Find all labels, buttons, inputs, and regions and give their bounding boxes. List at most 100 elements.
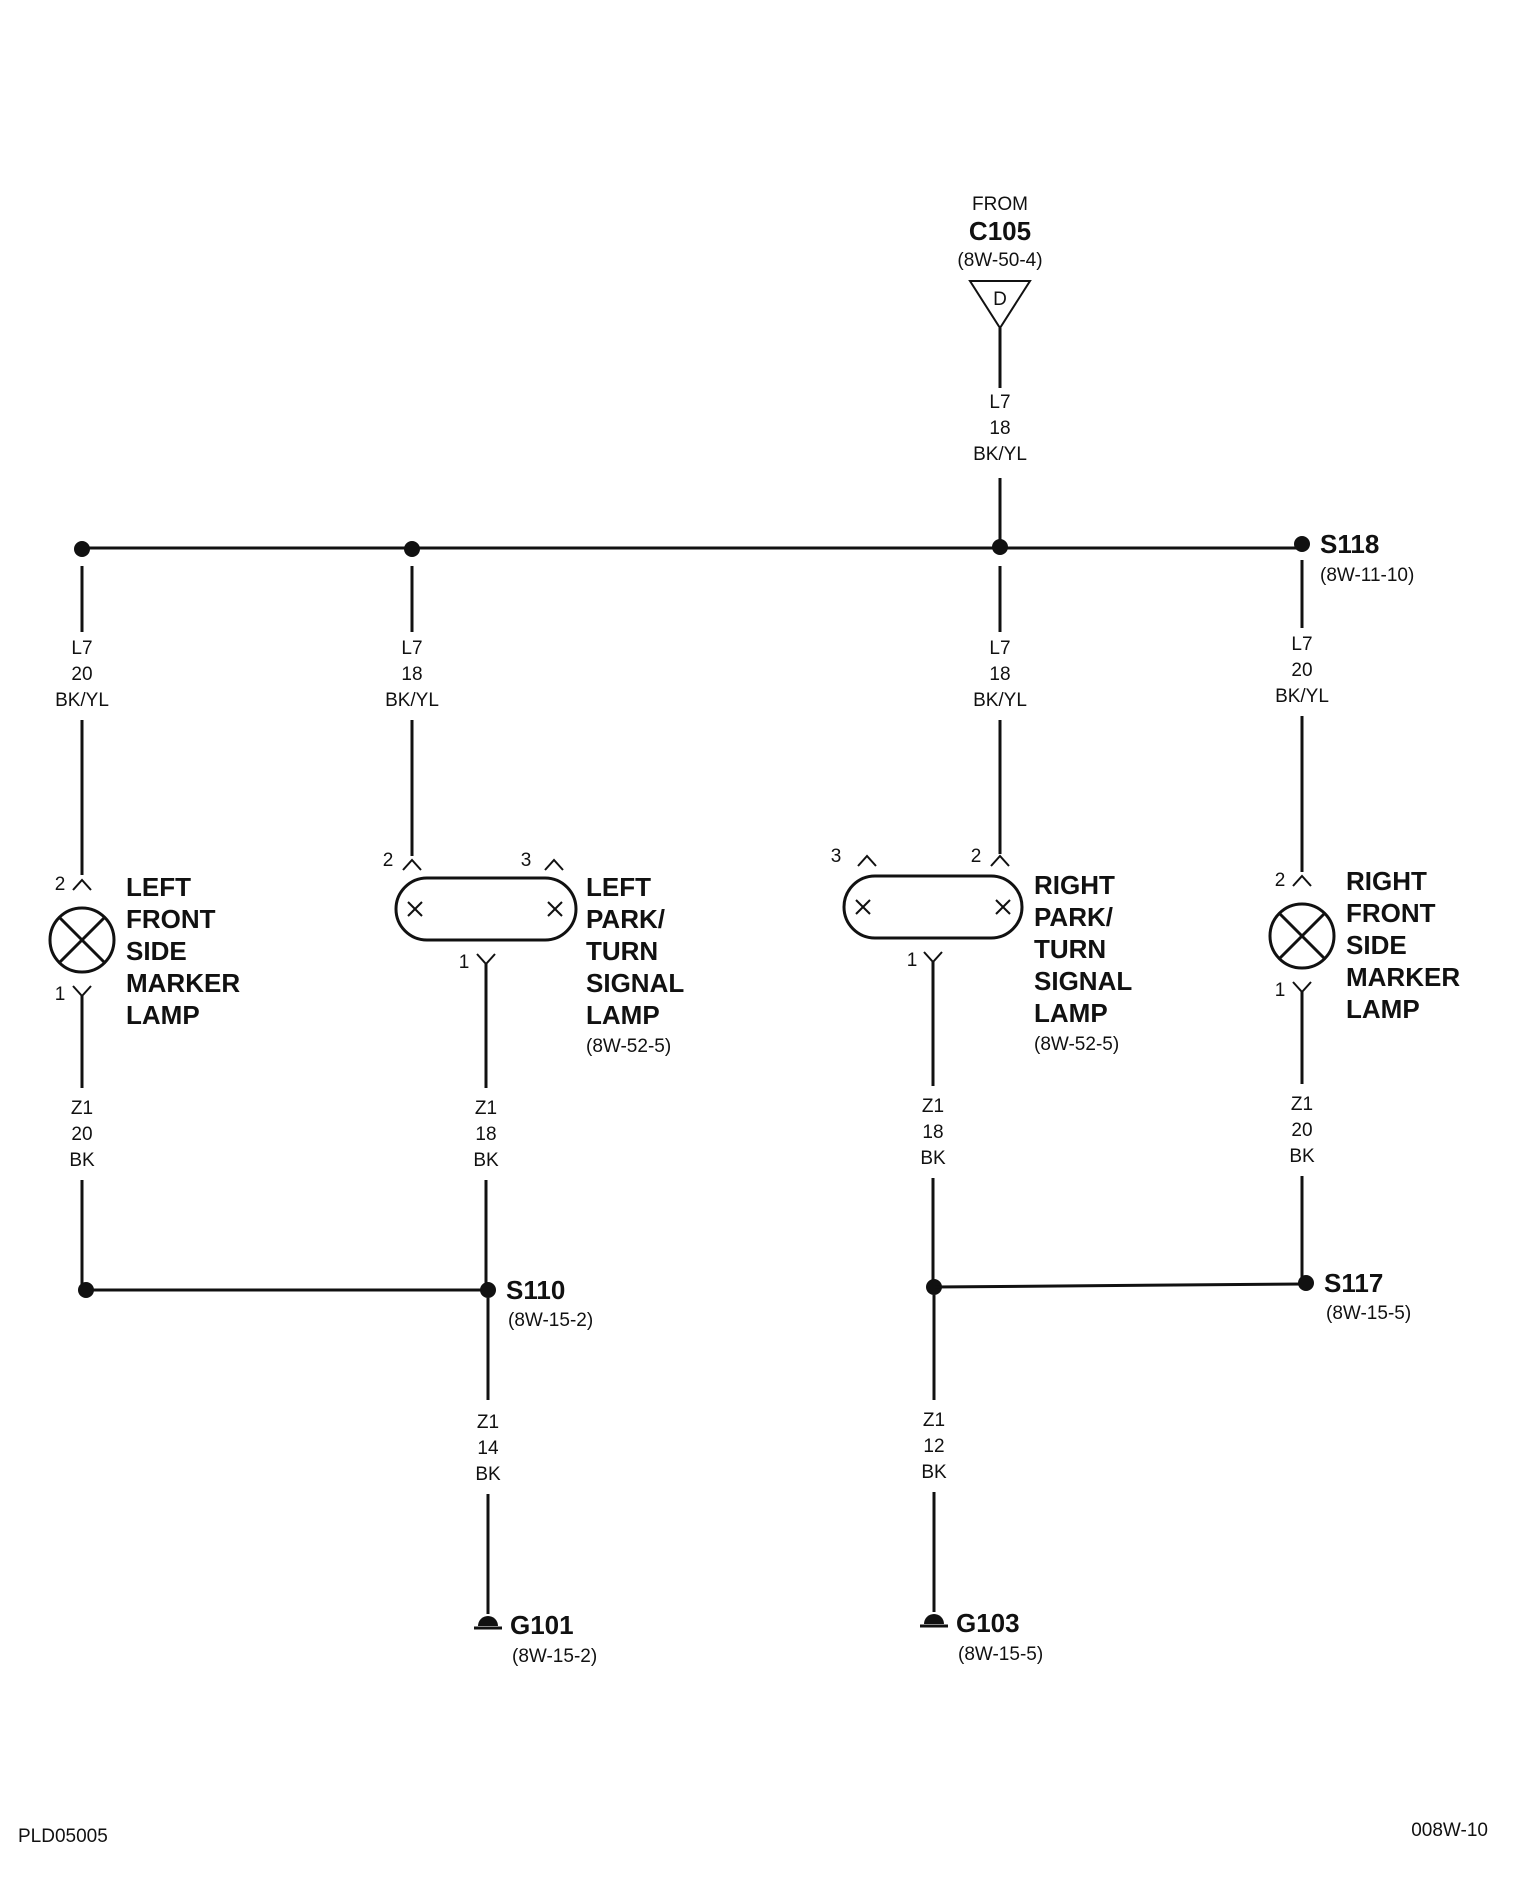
- svg-text:TURN: TURN: [586, 936, 658, 966]
- svg-text:LEFT: LEFT: [126, 872, 191, 902]
- right-front-side-marker-lamp: [1268, 902, 1336, 970]
- splice-s110-ref: (8W-15-2): [508, 1310, 593, 1331]
- splice-s110-dot: [480, 1282, 496, 1298]
- svg-text:LAMP: LAMP: [126, 1000, 200, 1030]
- svg-text:18: 18: [475, 1124, 496, 1145]
- from-label: FROM: [972, 194, 1028, 215]
- svg-text:L7: L7: [1291, 634, 1312, 655]
- lf-marker-gnd-wire-label: Z1 20 BK: [69, 1098, 95, 1171]
- lf-park-pin2: 2: [383, 850, 394, 871]
- svg-text:BK/YL: BK/YL: [973, 690, 1027, 711]
- svg-text:L7: L7: [989, 638, 1010, 659]
- svg-text:LAMP: LAMP: [1346, 994, 1420, 1024]
- ground-g103-icon: [920, 1614, 948, 1628]
- lamp-bulb-icon: [48, 906, 116, 974]
- svg-text:18: 18: [989, 418, 1010, 439]
- svg-text:(8W-52-5): (8W-52-5): [586, 1036, 671, 1057]
- svg-text:BK/YL: BK/YL: [55, 690, 109, 711]
- c105-label: C105: [969, 216, 1031, 246]
- lf-park-pin3: 3: [521, 850, 532, 871]
- svg-text:BK: BK: [1289, 1146, 1315, 1167]
- rf-park-pin2: 2: [971, 846, 982, 867]
- svg-text:BK/YL: BK/YL: [385, 690, 439, 711]
- svg-text:MARKER: MARKER: [126, 968, 240, 998]
- svg-text:MARKER: MARKER: [1346, 962, 1460, 992]
- dual-filament-lamp-icon: [842, 874, 1024, 940]
- svg-text:SIGNAL: SIGNAL: [586, 968, 684, 998]
- rf-marker-pin2-female-icon: [1292, 874, 1312, 887]
- ground-g101-ref: (8W-15-2): [512, 1646, 597, 1667]
- dual-filament-lamp-icon: [394, 876, 578, 942]
- lf-park-feed-wire-label: L7 18 BK/YL: [385, 638, 439, 711]
- connector-symbol: D: [993, 289, 1007, 310]
- svg-text:LAMP: LAMP: [1034, 998, 1108, 1028]
- splice-s118-dot: [1294, 536, 1310, 552]
- lf-marker-pin2: 2: [55, 874, 66, 895]
- footer-left-code: PLD05005: [18, 1826, 108, 1847]
- rf-park-pin3: 3: [831, 846, 842, 867]
- rf-marker-pin1: 1: [1275, 980, 1286, 1001]
- svg-text:BK: BK: [920, 1148, 946, 1169]
- ground-g103-label: G103: [956, 1608, 1020, 1638]
- svg-text:Z1: Z1: [922, 1096, 944, 1117]
- svg-text:RIGHT: RIGHT: [1034, 870, 1115, 900]
- source-connector-c105: FROM C105 (8W-50-4) D: [957, 194, 1043, 330]
- lf-park-pin3-female-icon: [544, 858, 564, 871]
- g103-wire-label: Z1 12 BK: [921, 1410, 947, 1483]
- svg-text:20: 20: [1291, 660, 1312, 681]
- rf-marker-gnd-wire-label: Z1 20 BK: [1289, 1094, 1315, 1167]
- lf-marker-feed-wire-label: L7 20 BK/YL: [55, 638, 109, 711]
- left-marker-lamp-label: LEFT FRONT SIDE MARKER LAMP: [126, 872, 240, 1030]
- svg-text:Z1: Z1: [923, 1410, 945, 1431]
- rf-marker-feed-wire-label: L7 20 BK/YL: [1275, 634, 1329, 707]
- svg-text:Z1: Z1: [1291, 1094, 1313, 1115]
- lf-park-pin1: 1: [459, 952, 470, 973]
- svg-text:SIDE: SIDE: [126, 936, 187, 966]
- splice-s117-ref: (8W-15-5): [1326, 1303, 1411, 1324]
- svg-text:BK: BK: [69, 1150, 95, 1171]
- splice-s110-label: S110: [506, 1275, 565, 1305]
- svg-text:SIGNAL: SIGNAL: [1034, 966, 1132, 996]
- lf-marker-pin2-female-icon: [72, 878, 92, 891]
- svg-text:RIGHT: RIGHT: [1346, 866, 1427, 896]
- bus-node-left: [74, 541, 90, 557]
- lamp-bulb-icon: [1268, 902, 1336, 970]
- svg-text:BK/YL: BK/YL: [973, 444, 1027, 465]
- svg-text:Z1: Z1: [477, 1412, 499, 1433]
- svg-text:Z1: Z1: [475, 1098, 497, 1119]
- lf-marker-pin1: 1: [55, 984, 66, 1005]
- svg-text:BK: BK: [921, 1462, 947, 1483]
- svg-text:LAMP: LAMP: [586, 1000, 660, 1030]
- left-park-lamp-label: LEFT PARK/ TURN SIGNAL LAMP (8W-52-5): [586, 872, 684, 1057]
- svg-text:20: 20: [71, 664, 92, 685]
- svg-text:L7: L7: [401, 638, 422, 659]
- svg-text:BK/YL: BK/YL: [1275, 686, 1329, 707]
- svg-text:(8W-52-5): (8W-52-5): [1034, 1034, 1119, 1055]
- svg-text:L7: L7: [989, 392, 1010, 413]
- lf-marker-pin1-male-icon: [72, 985, 92, 998]
- lf-park-pin1-male-icon: [476, 953, 496, 966]
- splice-s117-dot: [1298, 1275, 1314, 1291]
- left-park-turn-signal-lamp: [394, 876, 578, 942]
- lf-park-pin2-female-icon: [402, 858, 422, 871]
- left-front-side-marker-lamp: [48, 906, 116, 974]
- svg-text:BK: BK: [475, 1464, 501, 1485]
- svg-text:18: 18: [401, 664, 422, 685]
- svg-text:BK: BK: [473, 1150, 499, 1171]
- right-marker-lamp-label: RIGHT FRONT SIDE MARKER LAMP: [1346, 866, 1460, 1024]
- bus-node-feed: [992, 539, 1008, 555]
- right-ground-bus-wire: [933, 1282, 1305, 1289]
- ground-g101-icon: [474, 1616, 502, 1630]
- svg-text:20: 20: [71, 1124, 92, 1145]
- svg-text:FRONT: FRONT: [1346, 898, 1436, 928]
- footer-right-code: 008W-10: [1411, 1820, 1488, 1841]
- svg-text:SIDE: SIDE: [1346, 930, 1407, 960]
- svg-text:PARK/: PARK/: [586, 904, 665, 934]
- rf-marker-pin2: 2: [1275, 870, 1286, 891]
- svg-text:Z1: Z1: [71, 1098, 93, 1119]
- svg-text:LEFT: LEFT: [586, 872, 651, 902]
- g101-wire-label: Z1 14 BK: [475, 1412, 501, 1485]
- svg-text:TURN: TURN: [1034, 934, 1106, 964]
- rf-park-gnd-wire-label: Z1 18 BK: [920, 1096, 946, 1169]
